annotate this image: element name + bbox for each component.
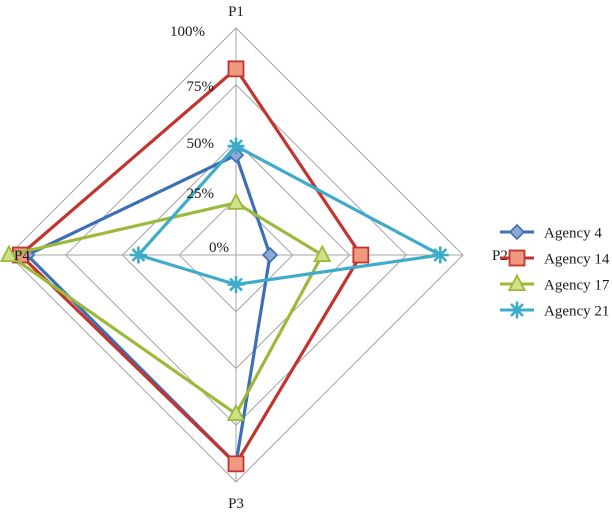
axis-label-P1: P1 <box>228 4 244 20</box>
axis-label-P3: P3 <box>228 496 244 512</box>
legend-label: Agency 21 <box>544 304 609 320</box>
legend-label: Agency 4 <box>544 226 602 242</box>
data-point-marker <box>508 223 526 241</box>
axis-label-P2: P2 <box>492 248 508 264</box>
legend-item-agency-21[interactable]: Agency 21 <box>500 301 609 320</box>
legend: Agency 4 Agency 14 Agency 17 Agency 21 <box>500 223 610 320</box>
data-point-marker <box>313 244 332 263</box>
data-point-marker <box>227 137 245 155</box>
data-point-marker <box>431 246 449 264</box>
tick-label-75pct: 75% <box>187 79 215 95</box>
series-layer <box>0 60 449 473</box>
legend-item-agency-4[interactable]: Agency 4 <box>500 223 602 242</box>
data-point-marker <box>129 246 147 264</box>
data-point-marker <box>508 249 526 267</box>
tick-label-layer: 0% 25% 50% 75% 100% <box>170 24 229 256</box>
tick-label-50pct: 50% <box>187 136 215 152</box>
legend-label: Agency 14 <box>544 252 610 268</box>
data-point-marker <box>352 246 370 264</box>
tick-label-100pct: 100% <box>170 24 205 40</box>
tick-label-0pct: 0% <box>209 240 229 256</box>
series-agency-21 <box>129 137 449 294</box>
legend-item-agency-14[interactable]: Agency 14 <box>500 249 610 268</box>
data-point-marker <box>226 192 246 210</box>
data-point-marker <box>227 455 245 473</box>
legend-label: Agency 17 <box>544 278 610 294</box>
tick-label-25pct: 25% <box>187 186 215 202</box>
data-point-marker <box>507 273 527 292</box>
data-point-marker <box>508 301 526 319</box>
series-agency-17 <box>0 192 332 421</box>
data-point-marker <box>261 246 279 264</box>
legend-item-agency-17[interactable]: Agency 17 <box>500 273 610 294</box>
data-point-marker <box>227 60 245 78</box>
axis-label-P4: P4 <box>14 248 30 264</box>
data-point-marker <box>0 244 19 263</box>
data-point-marker <box>226 403 246 421</box>
data-point-marker <box>227 276 245 294</box>
series-outline <box>5 201 325 417</box>
